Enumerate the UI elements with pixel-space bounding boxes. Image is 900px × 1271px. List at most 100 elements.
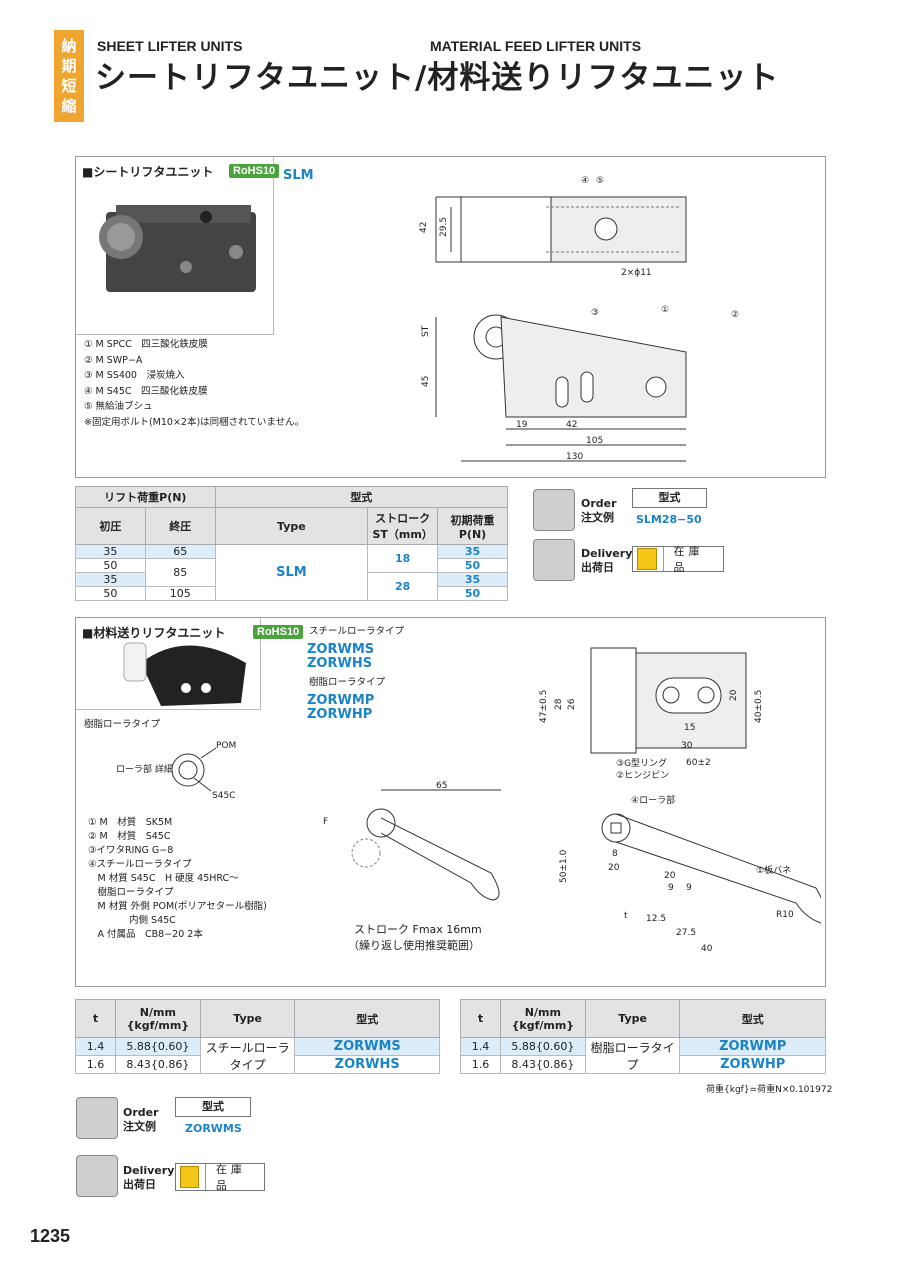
material-item: ④スチールローラタイプ bbox=[88, 859, 192, 870]
header-first: 初圧 bbox=[75, 507, 146, 545]
dim-42: 42 bbox=[419, 222, 429, 233]
spring-label: ①板バネ bbox=[756, 864, 791, 876]
cell: 50 bbox=[437, 586, 508, 601]
stock-text: 在庫品 bbox=[204, 1163, 264, 1192]
material-item: ④ M S45C 四三酸化鉄皮膜 bbox=[84, 385, 208, 397]
header-init-load: 初期荷重 P(N) bbox=[437, 507, 508, 545]
header-t: t bbox=[75, 999, 116, 1038]
header-kata: 型式 bbox=[679, 999, 826, 1038]
hole-label: 2×ϕ11 bbox=[621, 268, 652, 278]
title-en-right: MATERIAL FEED LIFTER UNITS bbox=[430, 38, 642, 54]
order-jp: 注文例 bbox=[581, 511, 614, 524]
cell: 35 bbox=[75, 572, 146, 587]
dim-9b: 9 bbox=[686, 883, 692, 893]
header-lift-load: リフト荷重P(N) bbox=[75, 486, 216, 508]
order-example: SLM28−50 bbox=[636, 513, 702, 526]
slm-section-title: ■シートリフタユニット bbox=[82, 165, 214, 179]
dim-20: 20 bbox=[729, 689, 739, 701]
order-en: Order bbox=[123, 1106, 159, 1119]
order-label: Order 注文例 bbox=[123, 1106, 159, 1134]
stroke-drawing: 65 F bbox=[323, 781, 501, 901]
tab-char: 縮 bbox=[61, 97, 77, 115]
zor-table-steel: t N/mm {kgf/mm} Type 型式 1.4 5.88{0.60} ス… bbox=[75, 999, 440, 1074]
zor-material-list: ① M 材質 SK5M ② M 材質 S45C ③イワタRING G−8 ④スチ… bbox=[88, 816, 328, 942]
box-icon bbox=[637, 548, 657, 570]
callout-5: ⑤ bbox=[596, 176, 604, 186]
table-row: 1.4 5.88{0.60} スチールローラタイプ ZORWMS bbox=[75, 1037, 440, 1074]
dim-40b: 40 bbox=[701, 944, 713, 954]
header-type: Type bbox=[214, 507, 369, 545]
dim-50: 50±1.0 bbox=[559, 849, 569, 883]
steel-label: スチールローラタイプ bbox=[309, 626, 405, 637]
dim-27-5: 27.5 bbox=[676, 928, 696, 938]
dim-19: 19 bbox=[516, 420, 528, 430]
cell: 35 bbox=[437, 544, 508, 559]
stroke-note: ストローク Fmax 16mm bbox=[354, 923, 482, 936]
table-row: 50 85 50 bbox=[75, 558, 508, 587]
dim-t: t bbox=[624, 911, 628, 921]
dim-12-5: 12.5 bbox=[646, 914, 666, 924]
zor-drawing: 47±0.5 28 26 20 40±0.5 15 30 60±2 ③G型リング… bbox=[539, 647, 821, 954]
delivery-jp: 出荷日 bbox=[581, 561, 614, 574]
callout-1: ① bbox=[661, 305, 669, 315]
material-item: ① M SPCC 四三酸化鉄皮膜 bbox=[84, 339, 208, 350]
roller-label: ④ローラ部 bbox=[631, 794, 675, 806]
order-jp: 注文例 bbox=[123, 1120, 156, 1133]
tab-char: 納 bbox=[61, 37, 77, 55]
cell-type: スチールローラタイプ bbox=[199, 1037, 296, 1074]
dim-28: 28 bbox=[554, 698, 564, 710]
material-item: A 付属品 CB8−20 2本 bbox=[88, 929, 203, 940]
header-stroke: ストローク ST（mm） bbox=[367, 507, 439, 545]
material-item: ⑤ 無給油ブシュ bbox=[84, 401, 153, 412]
cell-kata: ZORWHP bbox=[679, 1055, 826, 1074]
material-item: ③ M SS400 浸炭焼入 bbox=[84, 370, 185, 381]
callout-4: ④ bbox=[581, 176, 589, 186]
order-example: ZORWMS bbox=[185, 1122, 242, 1135]
stock-badge: 在庫品 bbox=[175, 1163, 265, 1192]
dim-60: 60±2 bbox=[686, 758, 711, 768]
dim-f: F bbox=[323, 817, 328, 827]
cell: 8.43{0.86} bbox=[114, 1055, 201, 1074]
g-ring-label: ③G型リング bbox=[616, 757, 667, 769]
table-row: 1.4 5.88{0.60} 樹脂ローラタイプ ZORWMP bbox=[460, 1037, 826, 1074]
cell: 1.4 bbox=[460, 1037, 501, 1056]
header-kata: 型式 bbox=[294, 999, 440, 1038]
section-tab: 納 期 短 縮 bbox=[54, 30, 84, 122]
cell: 50 bbox=[437, 558, 508, 573]
slm-photo bbox=[76, 157, 274, 335]
dim-9a: 9 bbox=[668, 883, 674, 893]
tab-char: 短 bbox=[61, 77, 77, 95]
steel-code-1: ZORWMS bbox=[307, 642, 375, 657]
delivery-en: Delivery bbox=[581, 547, 633, 560]
stock-text: 在庫品 bbox=[662, 545, 723, 574]
cell-type: 樹脂ローラタイプ bbox=[584, 1037, 681, 1074]
box-icon bbox=[180, 1166, 199, 1188]
truck-icon bbox=[533, 539, 575, 581]
delivery-label: Delivery 出荷日 bbox=[123, 1164, 174, 1192]
table-row: 35 65 SLM 18 35 bbox=[75, 544, 508, 601]
s45c-label: S45C bbox=[212, 791, 235, 801]
rohs-badge: RoHS10 bbox=[253, 625, 304, 639]
cell-stroke: 18 bbox=[367, 544, 439, 573]
material-item: 樹脂ローラタイプ bbox=[88, 887, 174, 898]
cell: 35 bbox=[75, 544, 146, 559]
roller-detail-label: ローラ部 詳細 bbox=[116, 763, 173, 775]
dim-8: 8 bbox=[612, 849, 618, 859]
order-label: Order 注文例 bbox=[581, 497, 617, 525]
delivery-label: Delivery 出荷日 bbox=[581, 547, 632, 575]
dim-30: 30 bbox=[681, 741, 693, 751]
resin-code-1: ZORWMP bbox=[307, 693, 375, 708]
header-type: Type bbox=[584, 999, 681, 1038]
steel-code-2: ZORWHS bbox=[307, 656, 373, 671]
dim-26: 26 bbox=[567, 698, 577, 710]
load-note: 荷重{kgf}=荷重N×0.101972 bbox=[706, 1085, 833, 1095]
cell: 1.6 bbox=[75, 1055, 116, 1074]
dim-65: 65 bbox=[436, 781, 447, 791]
cell: 50 bbox=[75, 558, 146, 573]
dim-45: 45 bbox=[421, 376, 431, 387]
stock-badge: 在庫品 bbox=[632, 545, 724, 574]
zor-photo bbox=[76, 618, 261, 710]
material-item: 内側 S45C bbox=[88, 915, 176, 926]
order-en: Order bbox=[581, 497, 617, 510]
cell-kata: ZORWMS bbox=[294, 1037, 440, 1056]
